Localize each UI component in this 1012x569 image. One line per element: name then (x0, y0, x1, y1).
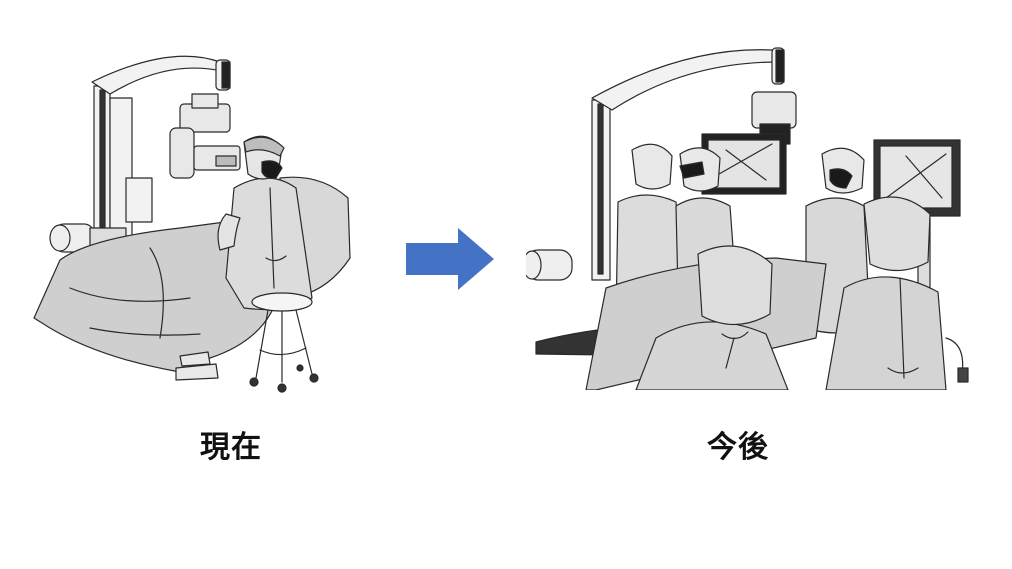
stool (249, 292, 319, 393)
caption-future: 今後 (707, 430, 769, 465)
microscope-stand (591, 47, 785, 281)
microscope-head (169, 93, 241, 179)
assistant-front-right (825, 196, 947, 390)
arrow-right-icon (406, 228, 494, 290)
caption-current: 現在 (200, 430, 262, 465)
microscope-stand (91, 55, 231, 249)
current-surgery-illustration (33, 55, 351, 393)
assistant-front-left (635, 245, 789, 390)
microscope-base (49, 223, 127, 253)
surgeon (217, 135, 313, 311)
arrow-shape (406, 228, 494, 290)
future-surgery-illustration (526, 47, 969, 390)
